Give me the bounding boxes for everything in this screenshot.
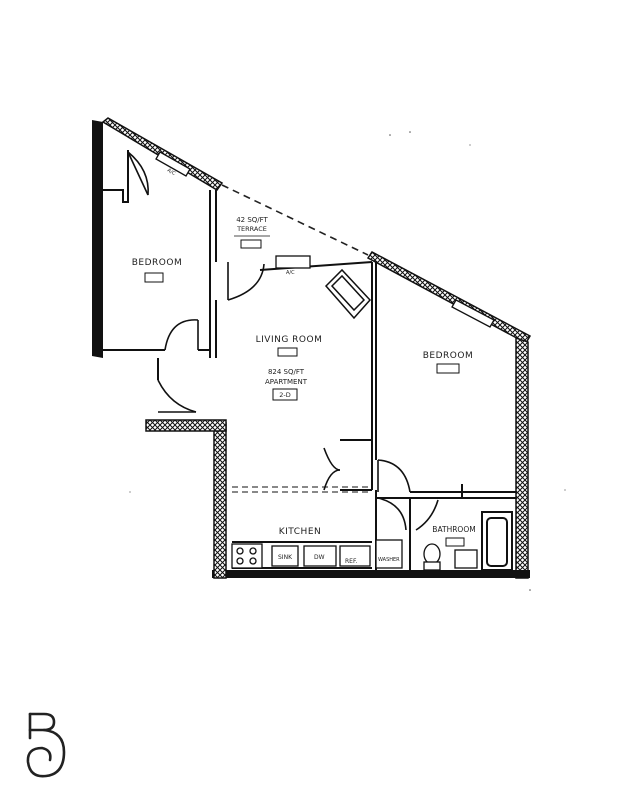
- room-label-living-room: LIVING ROOM: [256, 335, 323, 345]
- washer-label: WASHER: [378, 557, 400, 563]
- room-tag-bathroom: [445, 537, 465, 547]
- room-label-bedroom-left: BEDROOM: [132, 258, 182, 268]
- sink-label: SINK: [278, 554, 293, 561]
- refrigerator-label: REF.: [345, 558, 357, 565]
- room-label-bedroom-right: BEDROOM: [423, 351, 473, 361]
- doors: [127, 151, 439, 531]
- svg-text:A/C: A/C: [166, 168, 177, 178]
- ac-unit-right: [451, 299, 495, 328]
- bathroom-fixtures: [375, 539, 478, 571]
- terrace-boundary: [221, 184, 369, 256]
- dishwasher-label: DW: [314, 554, 325, 561]
- kitchen-fixtures: [231, 543, 371, 569]
- terrace-tag: [240, 239, 262, 249]
- room-tag-bedroom-left: [144, 272, 164, 283]
- unit-number-box: [272, 388, 298, 401]
- terrace-area: 42 SQ/FT: [236, 216, 268, 224]
- corner-unit: [324, 268, 372, 320]
- scan-specks: [129, 131, 566, 591]
- unit-number: 2-D: [279, 391, 291, 399]
- room-tag-bedroom-right: [436, 363, 460, 374]
- room-tag-living-room: [277, 347, 298, 357]
- brand-logo: B: [26, 712, 66, 778]
- interior-walls: [103, 150, 516, 572]
- svg-text:A/C: A/C: [286, 270, 295, 276]
- ac-unit-center: A/C: [275, 255, 311, 276]
- room-label-kitchen: KITCHEN: [279, 527, 322, 537]
- apartment-area: 824 SQ/FT: [268, 368, 305, 376]
- ac-unit-left: A/C: [155, 151, 191, 178]
- exterior-walls: [92, 117, 532, 579]
- room-label-bathroom: BATHROOM: [432, 525, 475, 534]
- apartment-label: APARTMENT: [265, 378, 308, 386]
- terrace-label: TERRACE: [236, 225, 267, 233]
